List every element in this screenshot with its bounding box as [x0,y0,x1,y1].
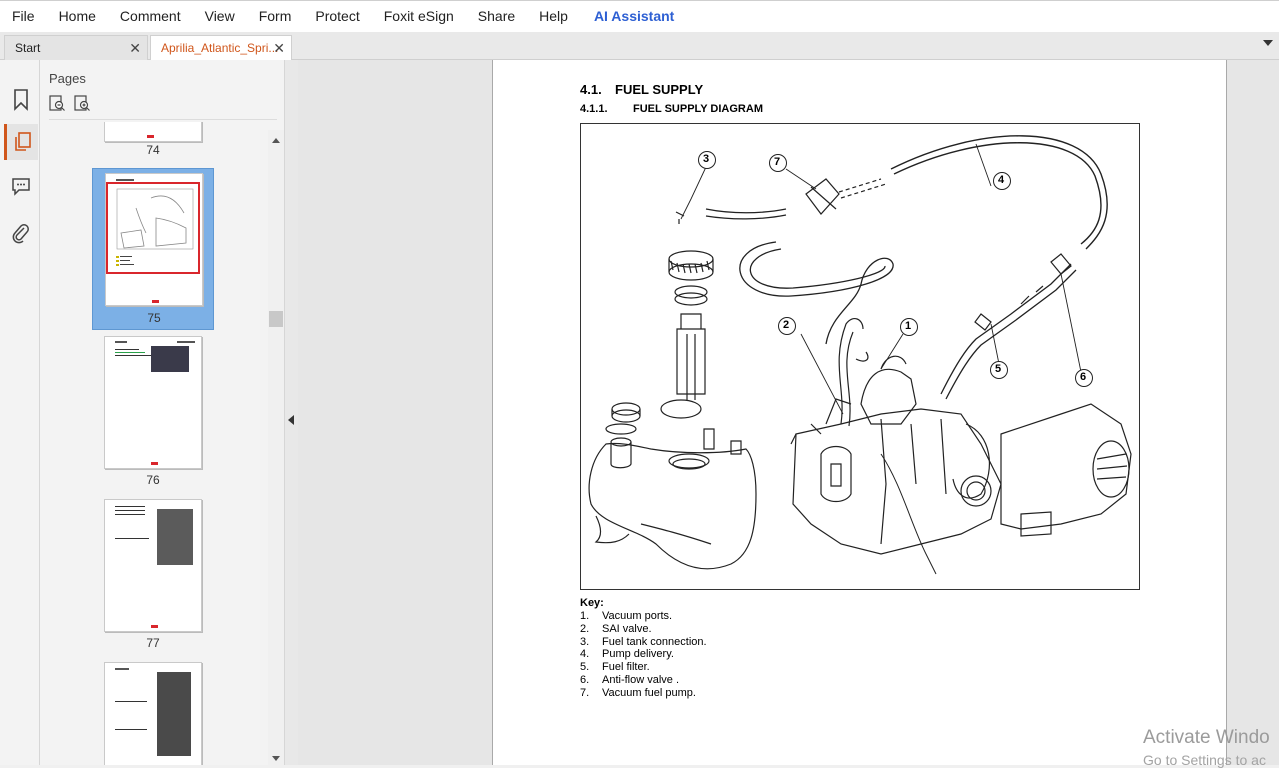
tab-document-label: Aprilia_Atlantic_Spri... [161,41,279,55]
section-number: 4.1. [580,82,602,97]
bookmark-icon[interactable] [6,82,36,118]
document-view[interactable]: 4.1. FUEL SUPPLY 4.1.1. FUEL SUPPLY DIAGRA… [298,60,1279,765]
thumbnail-page-77[interactable]: 77 [92,497,214,657]
callout-7: 7 [774,156,781,168]
pdf-page: 4.1. FUEL SUPPLY 4.1.1. FUEL SUPPLY DIAGRA… [492,60,1227,765]
thumbnail-page-74[interactable]: 74 [92,122,214,157]
page-thumbnail [104,499,202,632]
thumbnail-list: 74 75 [40,122,284,765]
menu-bar: File Home Comment View Form Protect Foxi… [0,0,1279,32]
key-item: 2.SAI valve. [580,622,652,635]
comment-icon[interactable] [6,168,36,204]
key-title: Key: [580,597,604,609]
callout-4: 4 [998,174,1005,186]
side-rail [0,60,40,765]
scrollbar-thumb[interactable] [269,311,283,327]
page-thumbnail [104,336,202,469]
thumbnail-page-75[interactable]: 75 [92,168,214,330]
callout-5: 5 [995,363,1002,375]
tab-start[interactable]: Start ✕ [4,35,148,60]
menu-view[interactable]: View [204,7,235,24]
menu-help[interactable]: Help [539,7,568,24]
subsection-title: FUEL SUPPLY DIAGRAM [633,103,763,115]
scroll-up-icon[interactable] [272,138,280,143]
key-item: 5.Fuel filter. [580,661,650,674]
thumbnail-page-76[interactable]: 76 [92,334,214,494]
pages-toolbar [49,95,91,117]
page-thumbnail [104,122,202,142]
page-number-label: 74 [146,143,160,157]
key-list: 1.Vacuum ports. 2.SAI valve. 3.Fuel tank… [580,610,707,700]
key-item: 3.Fuel tank connection. [580,635,707,648]
menu-ai-assistant[interactable]: AI Assistant [593,7,675,24]
diagram-thumbnail [116,188,194,250]
tab-document[interactable]: Aprilia_Atlantic_Spri... ✕ [150,35,292,60]
panel-collapse-handle[interactable] [284,60,298,765]
page-thumbnail [105,173,203,306]
callout-3: 3 [703,153,710,165]
subsection-heading: 4.1.1. FUEL SUPPLY DIAGRAM [580,103,763,115]
menu-share[interactable]: Share [477,7,516,24]
page-thumbnail [104,662,202,765]
page-number-label: 75 [147,311,161,325]
windows-activation-watermark: Activate Windo [1143,727,1270,748]
close-icon[interactable]: ✕ [129,40,141,56]
menu-home[interactable]: Home [58,7,96,24]
menu-comment[interactable]: Comment [119,7,181,24]
subsection-number: 4.1.1. [580,103,608,115]
pages-panel: Pages 74 [40,60,284,765]
thumbnail-zoom-in-icon[interactable] [74,95,91,117]
tab-start-label: Start [15,41,41,55]
menu-form[interactable]: Form [258,7,292,24]
thumbnail-zoom-out-icon[interactable] [49,95,66,117]
fuel-supply-diagram: 3 7 4 2 1 5 6 [580,123,1140,590]
windows-activation-hint: Go to Settings to ac [1143,752,1266,768]
menu-foxit-esign[interactable]: Foxit eSign [383,7,454,24]
key-item: 6.Anti-flow valve . [580,673,680,686]
scroll-down-icon[interactable] [272,756,280,761]
key-item: 1.Vacuum ports. [580,610,673,622]
divider [49,119,277,120]
section-heading: 4.1. FUEL SUPPLY [580,82,703,97]
section-title: FUEL SUPPLY [615,82,704,97]
menu-protect[interactable]: Protect [315,7,360,24]
callout-6: 6 [1080,371,1087,383]
page-number-label: 77 [146,636,160,650]
pages-panel-title: Pages [49,71,86,86]
page-number-label: 76 [146,473,160,487]
tab-list-dropdown-icon[interactable] [1263,40,1273,46]
close-icon[interactable]: ✕ [273,40,285,56]
menu-file[interactable]: File [12,7,35,24]
attachment-icon[interactable] [6,216,36,252]
key-item: 4.Pump delivery. [580,648,674,661]
key-item: 7.Vacuum fuel pump. [580,686,696,699]
callout-1: 1 [905,320,912,332]
tab-bar: Start ✕ Aprilia_Atlantic_Spri... ✕ [0,32,1279,60]
thumbnail-scrollbar[interactable] [268,130,284,765]
collapse-arrow-icon[interactable] [288,415,294,425]
callout-2: 2 [783,319,790,331]
thumbnail-page-78[interactable] [92,660,214,765]
pages-icon[interactable] [4,124,38,160]
